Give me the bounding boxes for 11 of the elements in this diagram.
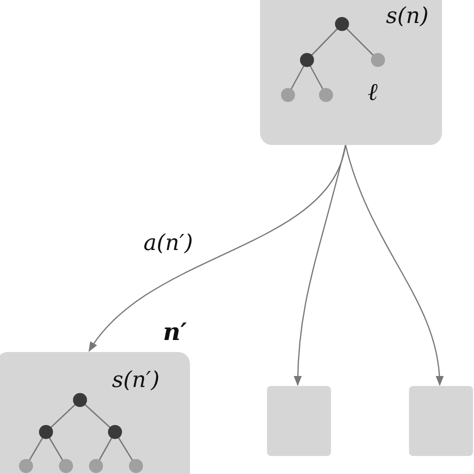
empty-box xyxy=(409,386,473,456)
state-label: s(n) xyxy=(386,6,429,28)
empty-box xyxy=(267,386,331,456)
arrow xyxy=(294,144,346,386)
state-box xyxy=(0,352,190,474)
node-label: n′ xyxy=(163,320,187,344)
state-box xyxy=(260,0,442,145)
leaf-label: ℓ xyxy=(368,80,378,104)
edge-label: a(n′) xyxy=(143,232,193,255)
state-label: s(n′) xyxy=(112,370,160,392)
arrow xyxy=(344,144,444,386)
